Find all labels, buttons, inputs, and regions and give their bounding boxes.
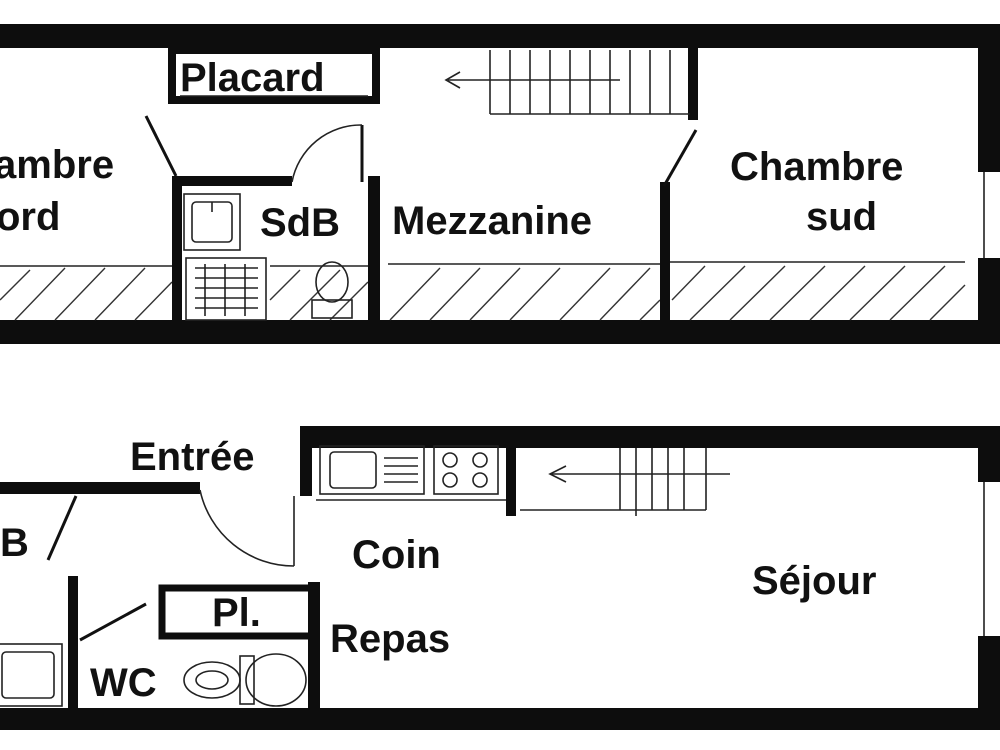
wc-left-wall bbox=[68, 576, 78, 726]
room-label-coin: Coin bbox=[352, 533, 441, 577]
chambre-nord-door-leaf bbox=[144, 115, 178, 177]
chambre-sud-door-leaf bbox=[662, 129, 698, 187]
room-label-wc: WC bbox=[90, 661, 157, 705]
entree-wall-right bbox=[300, 426, 312, 496]
lower-right-wall-top bbox=[978, 426, 1000, 482]
lower-right-wall-bottom bbox=[978, 636, 1000, 730]
room-label-sdb-lower: B bbox=[0, 521, 29, 565]
sdb-left-wall bbox=[172, 176, 182, 326]
room-label-placard: Placard bbox=[180, 56, 325, 100]
room-label-repas: Repas bbox=[330, 617, 450, 661]
room-label-chambre-sud-2: sud bbox=[806, 195, 877, 239]
lower-left-top-wall bbox=[0, 482, 200, 494]
sdb-right-wall bbox=[368, 176, 380, 326]
lower-top-wall bbox=[300, 426, 1000, 448]
kitchen-counter bbox=[316, 445, 516, 516]
placard-box bbox=[168, 46, 380, 104]
sdb-top-wall bbox=[172, 176, 292, 186]
sdb-fixtures bbox=[183, 193, 353, 321]
room-label-mezzanine: Mezzanine bbox=[392, 199, 592, 243]
room-label-pl: Pl. bbox=[212, 591, 261, 635]
lower-floor: Entrée B Pl. WC Coin Repas Séjour bbox=[0, 426, 1000, 730]
upper-floor: ambre ord Placard SdB Mezzanine Chambre … bbox=[0, 24, 1000, 344]
room-label-chambre-nord-2: ord bbox=[0, 195, 60, 239]
wc-fixture bbox=[183, 653, 307, 707]
upper-stairs bbox=[444, 48, 698, 120]
room-label-chambre-sud-1: Chambre bbox=[730, 145, 903, 189]
room-label-entree: Entrée bbox=[130, 435, 255, 479]
lower-stairs bbox=[520, 448, 730, 516]
sdb-door-swing bbox=[291, 124, 363, 183]
lower-bathtub bbox=[0, 643, 63, 707]
entree-door-swing bbox=[199, 489, 295, 567]
upper-right-wall-top bbox=[978, 24, 1000, 172]
wc-right-wall bbox=[308, 582, 320, 722]
upper-hatch-band bbox=[0, 261, 966, 321]
room-label-sdb: SdB bbox=[260, 201, 340, 245]
upper-bottom-wall bbox=[0, 320, 1000, 344]
room-label-sejour: Séjour bbox=[752, 559, 876, 603]
lower-bathtub-inner bbox=[1, 651, 55, 699]
mezzanine-right-wall bbox=[660, 182, 670, 328]
lower-bottom-wall bbox=[0, 708, 1000, 730]
wc-door-leaf bbox=[79, 602, 147, 642]
upper-right-wall-bottom bbox=[978, 258, 1000, 344]
sdb-lower-door-leaf bbox=[46, 495, 78, 561]
upper-top-wall bbox=[0, 24, 1000, 48]
room-label-chambre-nord-1: ambre bbox=[0, 143, 114, 187]
